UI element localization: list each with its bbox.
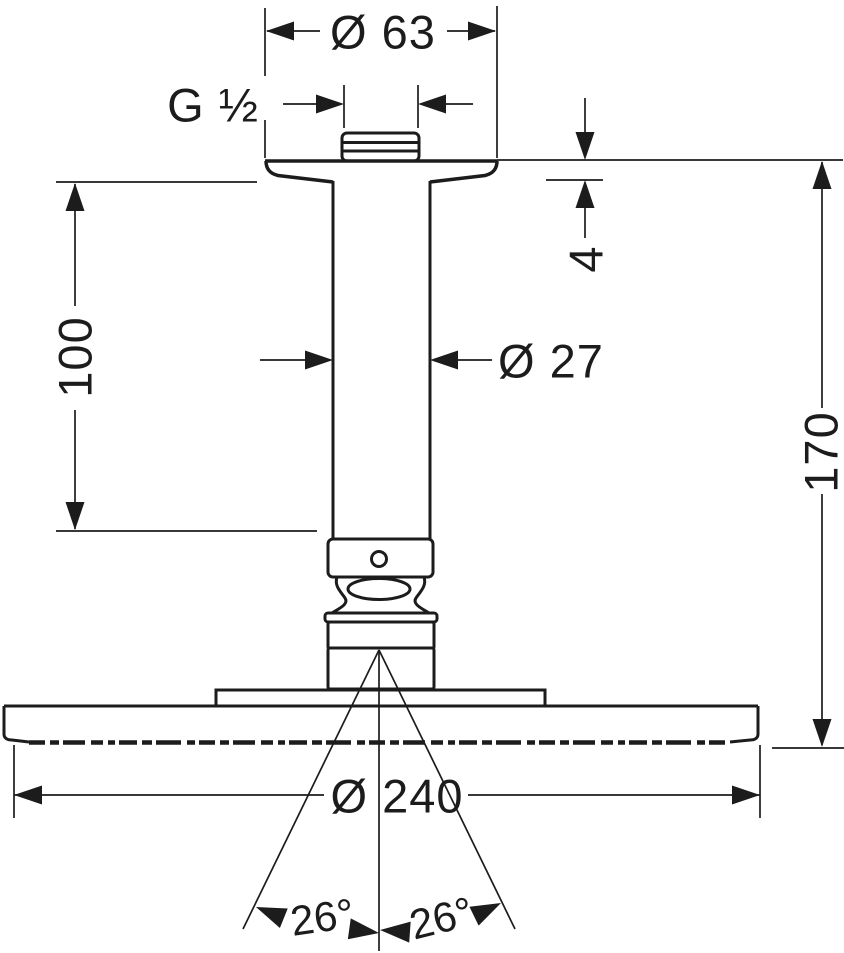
head-diameter-label: Ø 240: [330, 769, 463, 822]
collar-hole: [370, 550, 388, 568]
overall-height-label: 170: [794, 411, 844, 492]
dimension-thread: G ½: [167, 78, 473, 131]
dimension-pipe-length: 100: [48, 181, 317, 532]
fixture-outline: [2, 131, 760, 745]
dimension-head-diameter: Ø 240: [13, 745, 761, 822]
spray-angle-left-label: 26°: [287, 889, 356, 944]
pipe-length-label: 100: [48, 316, 101, 397]
thread-connector: [340, 131, 421, 163]
dimension-overall-height: 170: [772, 161, 844, 749]
dimension-top-diameter: Ø 63: [264, 5, 498, 158]
dimension-plate-offset: 4: [497, 98, 843, 273]
connection-pipe: [331, 181, 432, 539]
escutcheon-plate: [264, 159, 499, 184]
top-diameter-label: Ø 63: [330, 5, 436, 58]
thread-label: G ½: [167, 78, 259, 131]
dimension-pipe-diameter: Ø 27: [260, 334, 604, 387]
shower-head-disc: [2, 688, 760, 745]
pipe-diameter-label: Ø 27: [498, 334, 604, 387]
spray-angle-right-label: 26°: [405, 888, 478, 949]
ball-joint: [323, 537, 439, 691]
spray-angle-lines: [242, 649, 516, 951]
plate-offset-label: 4: [559, 245, 612, 272]
